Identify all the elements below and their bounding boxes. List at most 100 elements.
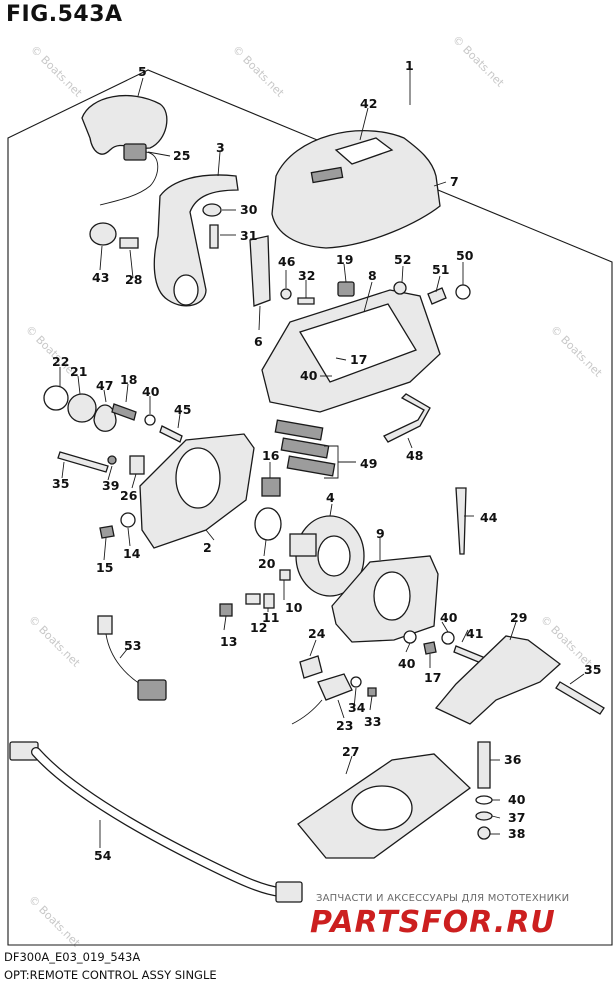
cable-sheath-fill: [32, 748, 284, 896]
connector-part: [137, 679, 167, 701]
switch-part: [317, 673, 353, 701]
callout-27: 27: [342, 744, 359, 759]
callout-8: 8: [368, 268, 377, 283]
nut-part: [120, 512, 136, 528]
watermark-text: © Boats.net: [26, 893, 83, 950]
callout-37: 37: [508, 810, 525, 825]
callout-31: 31: [240, 228, 257, 243]
assembly-outline: [7, 69, 613, 946]
washer-part: [202, 203, 222, 217]
callout-46: 46: [278, 254, 296, 269]
watermark-text: © Boats.net: [450, 33, 507, 90]
small-block-part: [279, 569, 291, 581]
watermark-text: © Boats.net: [548, 323, 605, 380]
sensor-part: [299, 655, 323, 679]
callout-53: 53: [124, 638, 141, 653]
washer-part: [441, 631, 455, 645]
watermark-text: © Boats.net: [26, 613, 83, 670]
small-block-part: [245, 593, 261, 605]
callout-52: 52: [394, 252, 411, 267]
stopper-part: [129, 455, 145, 475]
bolt-part: [477, 741, 491, 789]
gear-hub: [317, 535, 351, 577]
callout-29: 29: [510, 610, 527, 625]
mounting-bracket-part: [434, 635, 562, 725]
callout-26: 26: [120, 488, 138, 503]
callout-18: 18: [120, 372, 137, 387]
small-block-part: [219, 603, 233, 617]
nut-part: [477, 826, 491, 840]
callout-39: 39: [102, 478, 119, 493]
small-washer-part: [280, 288, 292, 300]
lever-hub-part: [173, 274, 199, 306]
callout-45: 45: [174, 402, 191, 417]
callout-49: 49: [360, 456, 377, 471]
small-screw-part: [367, 687, 377, 697]
connector-part: [97, 615, 113, 635]
clip-part: [455, 284, 471, 300]
bolt-part: [119, 237, 139, 249]
callout-labels: 1 2 3 4 5 6 7 8 9 10 11 12 13 14 15 16 1…: [52, 58, 601, 863]
main-body-bore: [175, 447, 221, 509]
small-screw-part: [423, 641, 437, 655]
spacer-part: [93, 404, 117, 432]
pad-part: [280, 437, 330, 459]
callout-10: 10: [285, 600, 303, 615]
callout-13: 13: [220, 634, 237, 649]
handle-grip-part: [81, 95, 168, 155]
callout-50: 50: [456, 248, 474, 263]
callout-22: 22: [52, 354, 69, 369]
pad-part: [286, 455, 336, 477]
callout-40: 40: [508, 792, 526, 807]
callout-20: 20: [258, 556, 276, 571]
callout-54: 54: [94, 848, 112, 863]
callout-28: 28: [125, 272, 142, 287]
callout-32: 32: [298, 268, 315, 283]
callout-42: 42: [360, 96, 377, 111]
callout-35: 35: [584, 662, 601, 677]
small-screw-part: [99, 525, 115, 539]
callout-43: 43: [92, 270, 109, 285]
small-screw-part: [107, 455, 117, 465]
cover-label-part: [310, 166, 344, 184]
long-bolt-part: [555, 681, 605, 715]
callout-25: 25: [173, 148, 190, 163]
callout-17: 17: [350, 352, 367, 367]
connector-part: [123, 143, 147, 161]
cap-part: [89, 222, 117, 246]
callout-17: 17: [424, 670, 441, 685]
cable-sheath: [31, 747, 285, 897]
callout-36: 36: [504, 752, 522, 767]
figure-description: OPT:REMOTE CONTROL ASSY SINGLE: [4, 968, 217, 982]
callout-1: 1: [405, 58, 414, 73]
spring-part: [159, 425, 183, 443]
switch-wire: [291, 699, 323, 725]
bushing-ring-part: [254, 507, 282, 541]
small-screw-part: [427, 287, 447, 305]
detent-screw-part: [111, 403, 137, 421]
callout-19: 19: [336, 252, 353, 267]
callout-15: 15: [96, 560, 113, 575]
washer-part: [350, 676, 362, 688]
callout-30: 30: [240, 202, 258, 217]
brand-tagline: ЗАПЧАСТИ И АКСЕССУАРЫ ДЛЯ МОТОТЕХНИКИ: [316, 893, 570, 904]
callout-12: 12: [250, 620, 267, 635]
cable-connector-part: [275, 881, 303, 903]
callout-6: 6: [254, 334, 263, 349]
harness-wire: [105, 633, 141, 685]
control-lever-arm-part: [153, 174, 239, 307]
callout-9: 9: [376, 526, 385, 541]
callout-23: 23: [336, 718, 353, 733]
gear-shaft-part: [289, 533, 317, 557]
figure-title: FIG.543A: [6, 2, 123, 27]
callout-5: 5: [138, 64, 147, 79]
callout-38: 38: [508, 826, 525, 841]
plate-part: [67, 393, 97, 423]
callout-44: 44: [480, 510, 498, 525]
pad-part: [274, 419, 324, 441]
housing-cover-part: [271, 130, 441, 249]
bracket-part: [249, 235, 271, 307]
callout-14: 14: [123, 546, 141, 561]
callout-34: 34: [348, 700, 366, 715]
